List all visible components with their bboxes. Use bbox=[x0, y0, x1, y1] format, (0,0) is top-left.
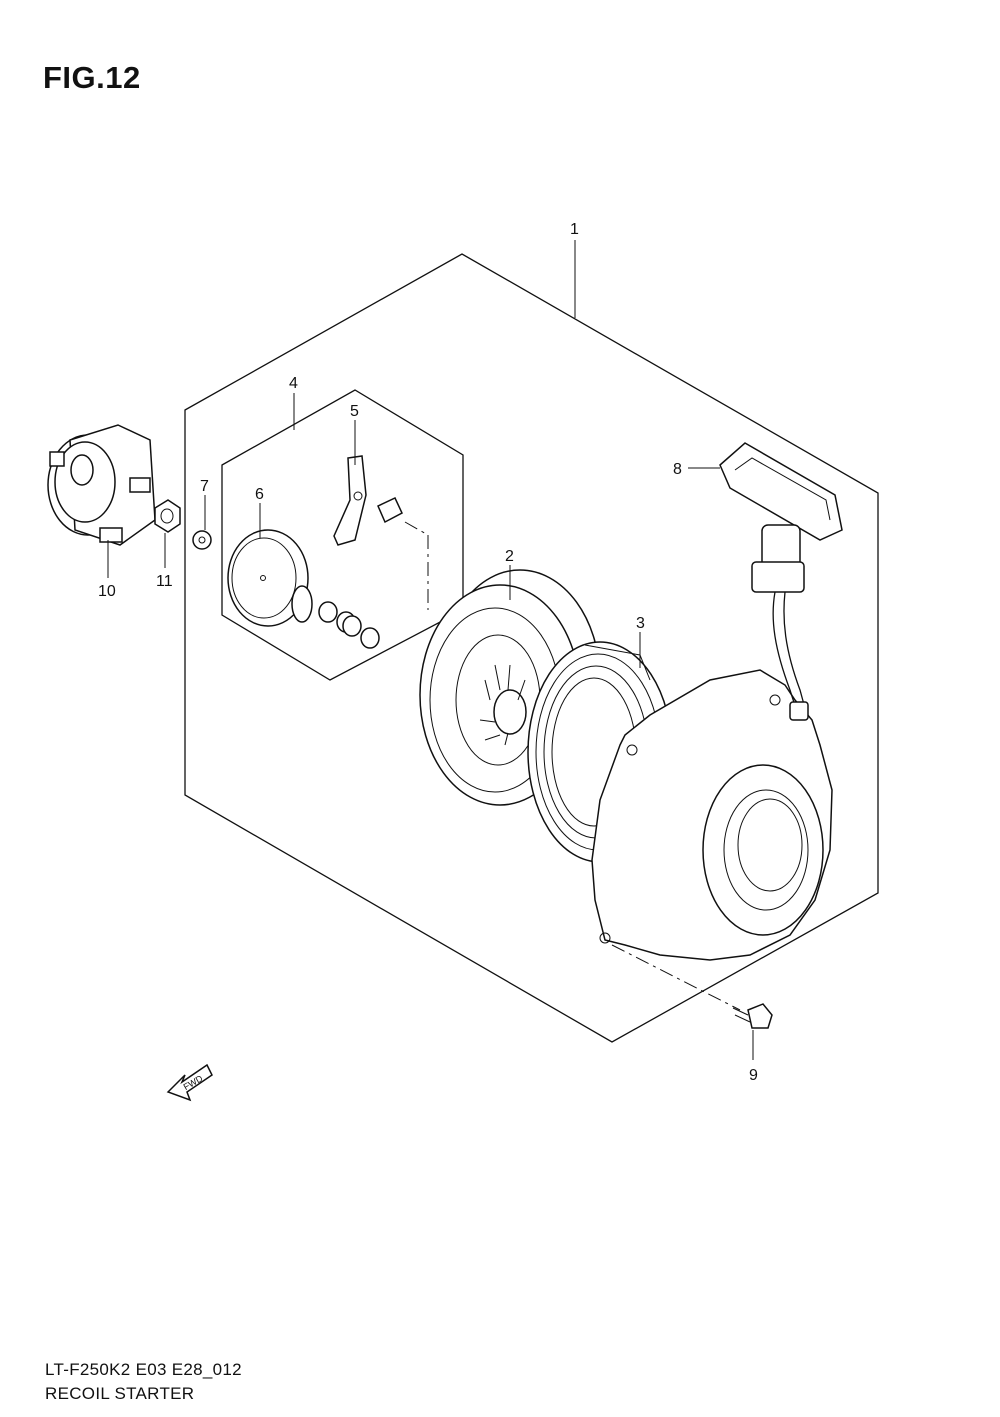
part-1-starter-case[interactable] bbox=[591, 669, 833, 1011]
callout-numbers: 1 2 3 4 5 6 7 8 9 10 11 bbox=[98, 221, 758, 1084]
callout-11: 11 bbox=[156, 573, 173, 590]
figure-name: RECOIL STARTER bbox=[45, 1384, 195, 1403]
callout-2: 2 bbox=[505, 548, 514, 565]
callout-3: 3 bbox=[636, 615, 645, 632]
part-7-washer[interactable] bbox=[192, 530, 212, 550]
callout-1: 1 bbox=[570, 221, 579, 238]
model-code: LT-F250K2 E03 E28_012 bbox=[45, 1360, 242, 1379]
callout-10: 10 bbox=[98, 583, 116, 600]
part-5-pawl[interactable] bbox=[333, 455, 429, 610]
part-11-nut[interactable] bbox=[154, 499, 181, 533]
callout-6: 6 bbox=[255, 486, 264, 503]
callout-8: 8 bbox=[673, 461, 682, 478]
figure-title: FIG.12 bbox=[43, 60, 141, 95]
leader-lines bbox=[107, 240, 754, 1060]
part-9-bolt[interactable] bbox=[732, 1003, 773, 1029]
assembly-1-boundary bbox=[184, 253, 879, 1043]
part-6-friction-plate[interactable] bbox=[227, 529, 309, 627]
callout-5: 5 bbox=[350, 403, 359, 420]
callout-7: 7 bbox=[200, 478, 209, 495]
part-8-handle[interactable] bbox=[719, 442, 843, 721]
fwd-arrow-icon: FWD bbox=[166, 1063, 213, 1102]
part-10-ratchet[interactable] bbox=[47, 424, 156, 546]
callout-4: 4 bbox=[289, 375, 298, 392]
part-4-internals[interactable] bbox=[291, 585, 380, 649]
callout-9: 9 bbox=[749, 1067, 758, 1084]
